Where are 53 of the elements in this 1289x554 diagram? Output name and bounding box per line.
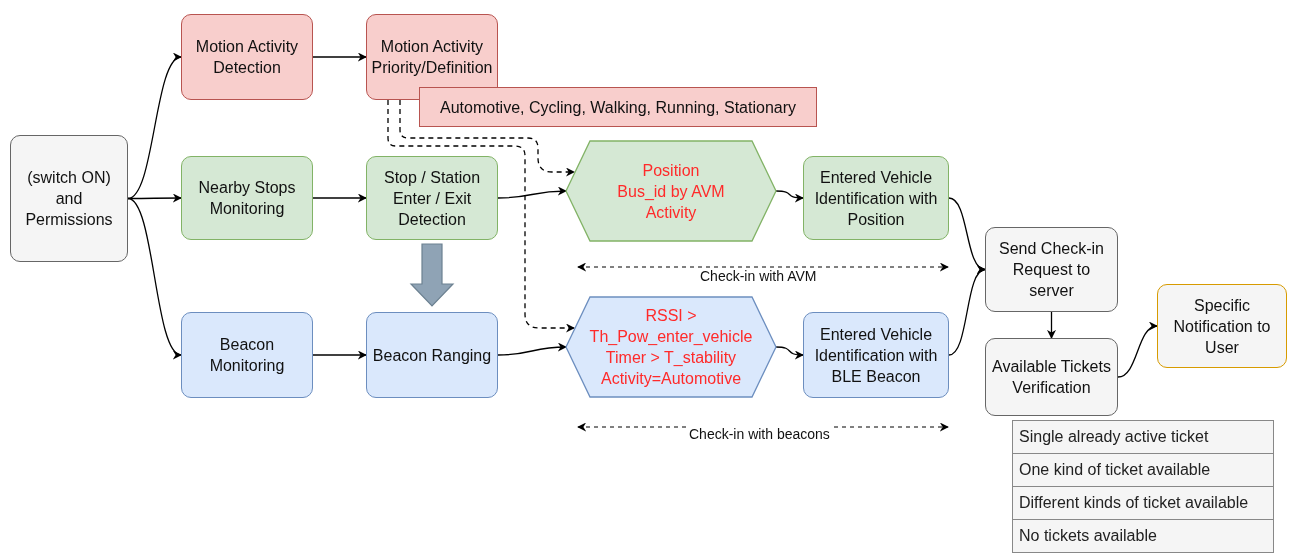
arrow [948, 268, 986, 356]
process-box [181, 14, 313, 100]
node-text: Send Check-in Request to server [998, 239, 1105, 301]
range-label: Check-in with beacons [686, 426, 833, 442]
arrow [775, 190, 804, 203]
arrow [497, 342, 567, 356]
process-box [181, 312, 313, 398]
process-box [803, 156, 949, 240]
arrow [775, 346, 804, 360]
arrow [312, 193, 367, 203]
node-text: Entered Vehicle Identification with BLE Beacon [813, 324, 939, 387]
table-cell: One kind of ticket available [1012, 453, 1274, 487]
condition-text: RSSI > Th_Pow_enter_vehicle [588, 306, 754, 347]
node-text: Beacon Monitoring [208, 335, 286, 376]
arrow [497, 186, 567, 199]
condition-text: Position [641, 160, 701, 181]
condition-text: Activity=Automotive [599, 369, 743, 389]
node-text: Specific Notification to User [1172, 295, 1272, 358]
node-text: Automotive, Cycling, Walking, Running, Stationary [439, 97, 797, 118]
node-text: Beacon Ranging [371, 345, 493, 366]
process-box [181, 156, 313, 240]
table-cell: No tickets available [1012, 519, 1274, 553]
arrow [1117, 323, 1158, 378]
table-cell: Single already active ticket [1012, 420, 1274, 454]
node-text: Stop / Station Enter / Exit Detection [382, 167, 482, 230]
process-box [985, 227, 1118, 312]
process-box [1157, 284, 1287, 368]
arrow [1047, 311, 1056, 339]
node-text: Entered Vehicle Identification with Position [813, 167, 939, 230]
arrow [127, 56, 182, 200]
table-cell: Different kinds of ticket available [1012, 486, 1274, 520]
process-box [985, 338, 1118, 416]
node-text: Motion Activity Priority/Definition [370, 37, 494, 78]
block-arrow [409, 243, 455, 307]
process-box [366, 14, 498, 100]
activity-list-band [419, 87, 817, 127]
condition-text: Bus_id by AVM [616, 181, 726, 202]
condition-hexagon [566, 141, 776, 241]
node-text: Motion Activity Detection [194, 37, 300, 78]
process-box [366, 312, 498, 398]
condition-hexagon [566, 297, 776, 397]
dashed-arrow [387, 99, 575, 333]
node-text: (switch ON) and Permissions [24, 168, 114, 230]
condition-text: Activity [644, 202, 698, 223]
condition-text: Timer > T_stability [604, 348, 738, 368]
arrow [312, 52, 367, 62]
process-box [803, 312, 949, 398]
arrow [312, 350, 367, 360]
process-box [366, 156, 498, 240]
node-text: Available Tickets Verification [991, 357, 1112, 398]
dashed-arrow [399, 99, 575, 177]
node-text: Nearby Stops Monitoring [197, 178, 297, 219]
process-box [10, 135, 128, 262]
